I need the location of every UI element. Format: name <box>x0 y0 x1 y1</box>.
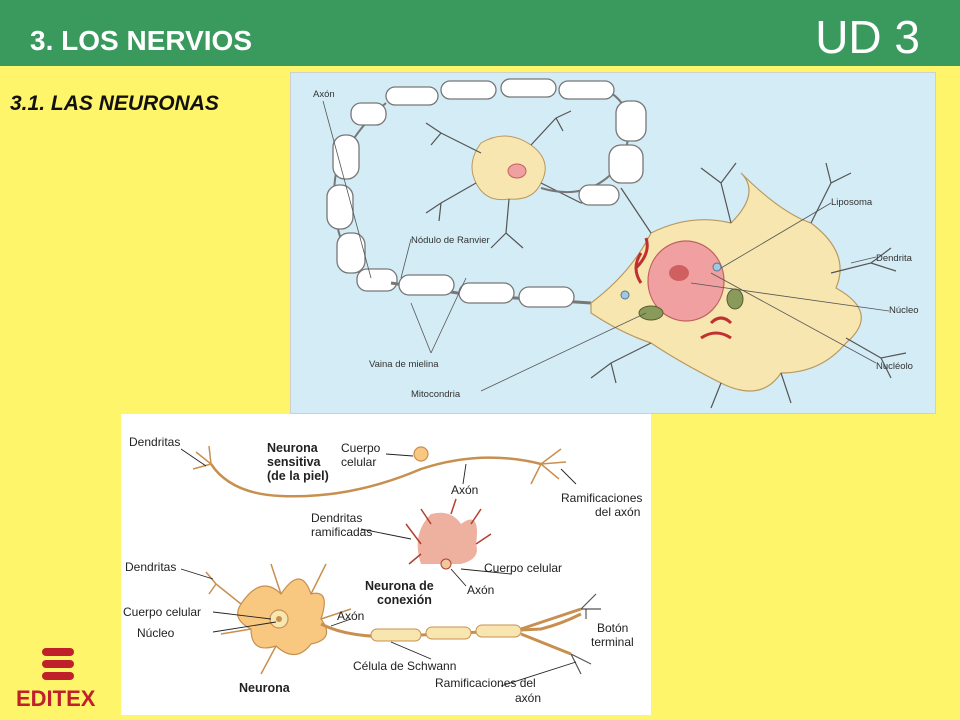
connection-neuron <box>405 498 492 570</box>
label-axon-top: Axón <box>451 483 478 497</box>
dendrite-branches <box>590 162 907 409</box>
small-neuron <box>425 110 602 249</box>
label-terminal-button-1: Botón <box>597 621 628 635</box>
label-sensory-neuron-1: Neurona <box>267 441 319 455</box>
neuron-detail-diagram: Axón Nódulo de Ranvier Vaina de mielina … <box>313 78 919 409</box>
sensory-cell-body <box>413 446 429 462</box>
label-myelin-sheath: Vaina de mielina <box>369 359 439 370</box>
neuron-types-diagram: Dendritas Neurona sensitiva (de la piel)… <box>123 435 642 705</box>
label-cell-body-motor: Cuerpo celular <box>123 605 201 619</box>
label-axon-connection: Axón <box>467 583 494 597</box>
label-axon-branches-bottom-2: axón <box>515 691 541 705</box>
label-sensory-neuron-2: sensitiva <box>267 455 322 469</box>
editex-logo-mark: EDITEX <box>16 648 96 711</box>
label-branched-dendrites-2: ramificadas <box>311 525 372 539</box>
unit-label: UD 3 <box>815 11 920 63</box>
label-liposoma: Liposoma <box>831 197 873 208</box>
myelin-axon <box>326 78 647 308</box>
label-dendrites-mid: Dendritas <box>125 560 176 574</box>
label-mitochondria: Mitocondria <box>411 389 461 400</box>
label-dendrites-top: Dendritas <box>129 435 180 449</box>
label-terminal-button-2: terminal <box>591 635 634 649</box>
label-connection-neuron-2: conexión <box>377 593 432 607</box>
editex-logo: EDITEX <box>16 642 116 712</box>
label-axon-motor: Axón <box>337 609 364 623</box>
label-nucleus: Núcleo <box>889 305 919 316</box>
header-bar: 3. LOS NERVIOS UD 3 <box>0 0 960 66</box>
label-ranvier-node: Nódulo de Ranvier <box>411 235 490 246</box>
label-axon: Axón <box>313 89 335 100</box>
page-title: 3. LOS NERVIOS <box>30 25 252 56</box>
label-schwann-cell: Célula de Schwann <box>353 659 456 673</box>
sensory-neuron <box>192 445 567 498</box>
neuron-types-figure: Dendritas Neurona sensitiva (de la piel)… <box>121 414 651 715</box>
leader-lines <box>322 100 890 392</box>
label-axon-branches-bottom-1: Ramificaciones del <box>435 676 536 690</box>
logo-text: EDITEX <box>16 686 96 711</box>
leader-lines <box>180 448 587 687</box>
large-cell-body <box>590 172 862 392</box>
label-branched-dendrites-1: Dendritas <box>311 511 362 525</box>
label-cell-body-2: celular <box>341 455 376 469</box>
label-nucleolus: Nucléolo <box>876 361 913 372</box>
label-axon-branches-2: del axón <box>595 505 640 519</box>
motor-neuron <box>205 563 601 675</box>
label-axon-branches-1: Ramificaciones <box>561 491 642 505</box>
section-subtitle: 3.1. LAS NEURONAS <box>10 92 219 115</box>
label-cell-body-connection: Cuerpo celular <box>484 561 562 575</box>
label-cell-body-1: Cuerpo <box>341 441 381 455</box>
label-connection-neuron-1: Neurona de <box>365 579 434 593</box>
neuron-detail-figure: Axón Nódulo de Ranvier Vaina de mielina … <box>290 72 936 414</box>
label-nucleus: Núcleo <box>137 626 175 640</box>
label-neuron: Neurona <box>239 681 291 695</box>
label-dendrite: Dendrita <box>876 253 913 264</box>
label-sensory-neuron-3: (de la piel) <box>267 469 329 483</box>
